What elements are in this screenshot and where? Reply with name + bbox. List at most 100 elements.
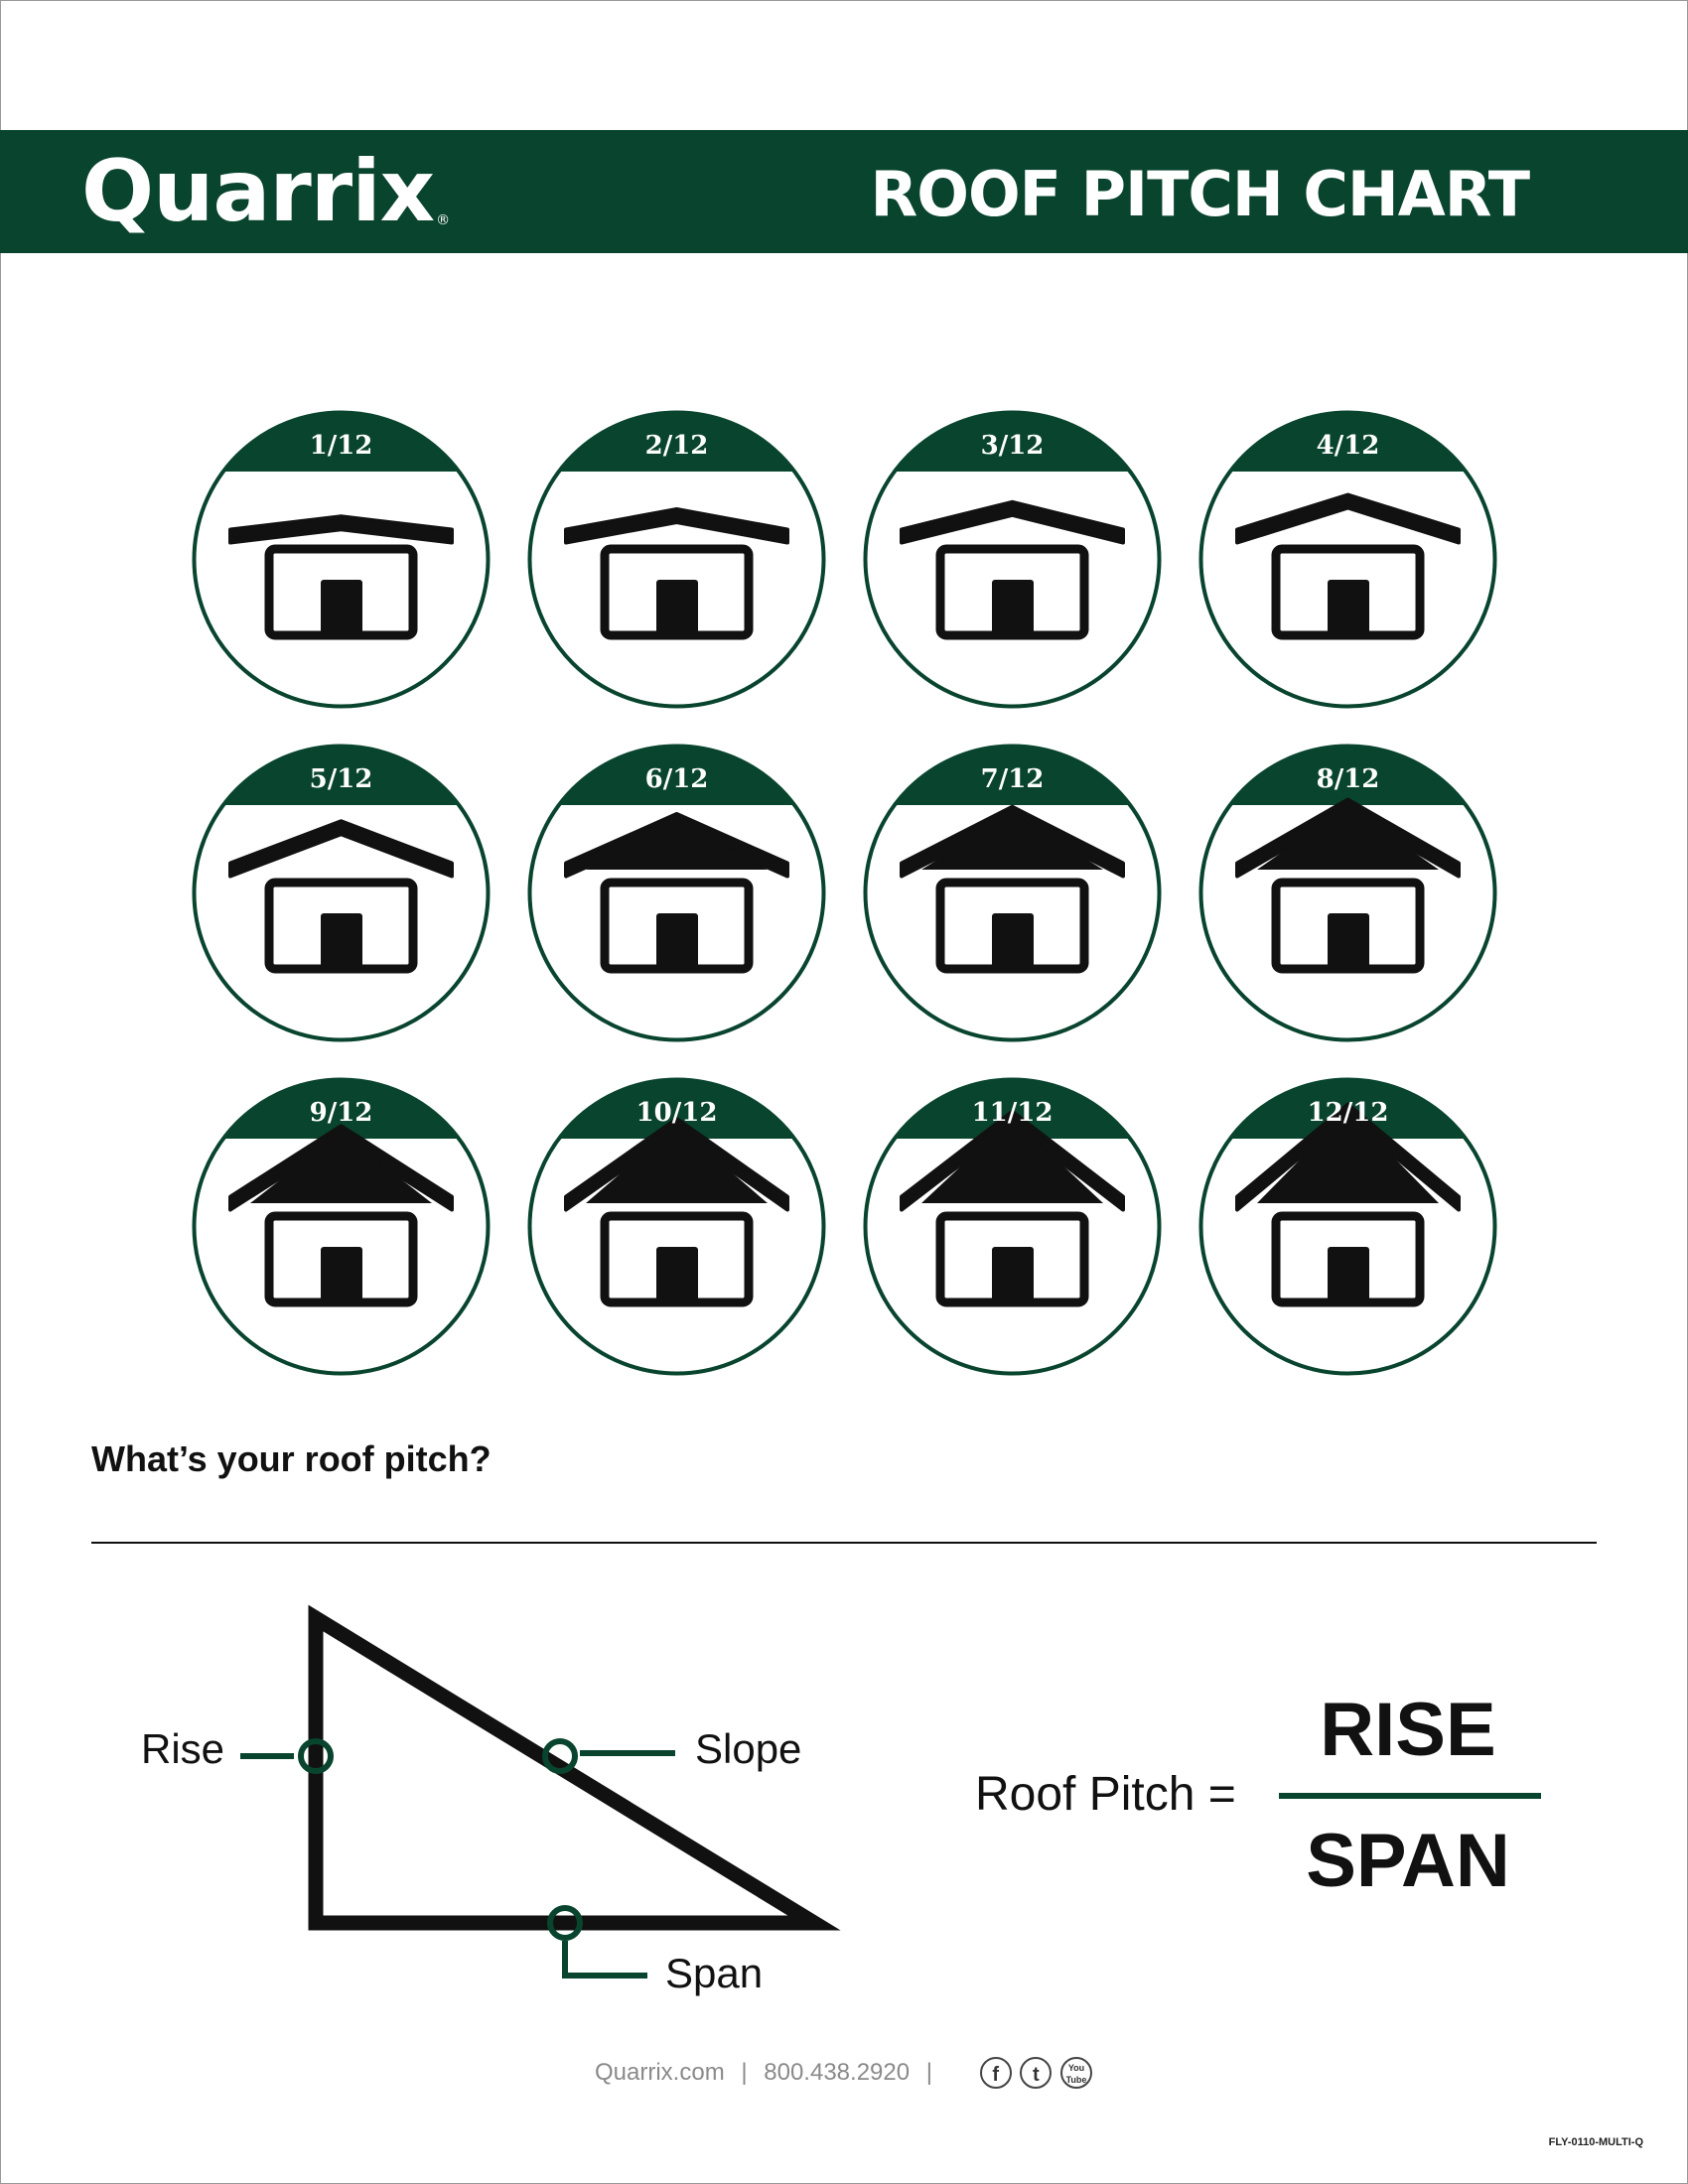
- circle-outline: [863, 1077, 1162, 1376]
- website-link[interactable]: Quarrix.com: [595, 2058, 725, 2086]
- circle-outline: [1198, 410, 1497, 709]
- pitch-formula: Roof Pitch = RISE SPAN: [973, 1688, 1549, 1926]
- door-icon: [656, 1247, 698, 1302]
- gable-fill: [921, 1118, 1103, 1203]
- circle-outline: [863, 744, 1162, 1042]
- header-bar: Quarrix® ROOF PITCH CHART: [0, 130, 1688, 253]
- pitch-label: 4/12: [1316, 431, 1380, 461]
- door-icon: [1328, 913, 1369, 969]
- pitch-card: 10/12: [524, 1074, 829, 1379]
- formula-numerator: RISE: [1320, 1688, 1496, 1772]
- pitch-label: 8/12: [1316, 764, 1380, 794]
- pitch-card: 6/12: [524, 741, 829, 1045]
- pitch-card: 3/12: [860, 407, 1165, 712]
- pitch-card: 11/12: [860, 1074, 1165, 1379]
- pitch-card: 8/12: [1196, 741, 1500, 1045]
- span-label: Span: [665, 1950, 764, 1996]
- pitch-card: 1/12: [189, 407, 493, 712]
- pitch-label: 2/12: [644, 431, 709, 461]
- house-pitch-icon: [527, 1077, 826, 1376]
- formula-denominator: SPAN: [1306, 1819, 1510, 1903]
- circle-outline: [192, 410, 491, 709]
- pitch-label: 11/12: [971, 1098, 1054, 1128]
- rise-marker: [298, 1738, 334, 1774]
- roof-shape: [1235, 1102, 1461, 1212]
- pitch-card: 12/12: [1196, 1074, 1500, 1379]
- house-pitch-icon: [863, 410, 1162, 709]
- house-pitch-icon: [527, 410, 826, 709]
- gable-fill: [586, 1125, 768, 1203]
- pitch-label: 7/12: [980, 764, 1045, 794]
- document-code: FLY-0110-MULTI-Q: [1548, 2136, 1643, 2148]
- circle-outline: [527, 410, 826, 709]
- fraction-bar: [1279, 1793, 1541, 1799]
- roof-shape: [564, 1117, 789, 1212]
- roof-shape: [228, 514, 454, 545]
- roof-shape: [228, 819, 454, 879]
- roof-shape: [228, 1124, 454, 1212]
- door-icon: [656, 913, 698, 969]
- phone-number[interactable]: 800.438.2920: [764, 2058, 911, 2086]
- house-pitch-icon: [527, 744, 826, 1042]
- registered-mark: ®: [436, 212, 450, 228]
- rise-label: Rise: [141, 1725, 225, 1772]
- pitch-card: 2/12: [524, 407, 829, 712]
- house-pitch-icon: [192, 1077, 491, 1376]
- span-marker: [547, 1905, 583, 1941]
- span-pointer: [562, 1941, 647, 1979]
- door-icon: [1328, 1247, 1369, 1302]
- pitch-label: 3/12: [980, 431, 1045, 461]
- rise-span-diagram: Rise Slope Span: [129, 1588, 844, 2005]
- roof-shape: [900, 1109, 1125, 1212]
- circle-outline: [192, 744, 491, 1042]
- door-icon: [656, 580, 698, 635]
- pitch-card: 4/12: [1196, 407, 1500, 712]
- page-title: ROOF PITCH CHART: [870, 158, 1530, 230]
- house-pitch-icon: [192, 410, 491, 709]
- house-pitch-icon: [1198, 1077, 1497, 1376]
- gable-fill: [1257, 806, 1439, 870]
- slope-marker: [542, 1738, 578, 1774]
- door-icon: [992, 913, 1034, 969]
- logo-text: Quarrix: [81, 142, 435, 241]
- pitch-label: 1/12: [309, 431, 373, 461]
- question-text: What’s your roof pitch?: [91, 1438, 492, 1479]
- pitch-label: 6/12: [644, 764, 709, 794]
- roof-shape: [1235, 797, 1461, 879]
- roof-shape: [564, 507, 789, 545]
- social-links: f t You Tube: [979, 2053, 1093, 2093]
- door-icon: [992, 1247, 1034, 1302]
- gable-fill: [1257, 1111, 1439, 1203]
- house-pitch-icon: [1198, 410, 1497, 709]
- formula-lhs: Roof Pitch =: [975, 1768, 1236, 1821]
- footer: Quarrix.com | 800.438.2920 | f t You Tub…: [0, 2052, 1688, 2092]
- pitch-card: 7/12: [860, 741, 1165, 1045]
- door-icon: [321, 1247, 362, 1302]
- house-pitch-icon: [863, 744, 1162, 1042]
- pitch-label: 9/12: [309, 1098, 373, 1128]
- circle-outline: [527, 1077, 826, 1376]
- twitter-icon[interactable]: t: [1020, 2057, 1053, 2090]
- circle-outline: [527, 744, 826, 1042]
- door-icon: [1328, 580, 1369, 635]
- slope-label: Slope: [695, 1725, 802, 1772]
- roof-shape: [1235, 492, 1461, 545]
- house-pitch-icon: [1198, 744, 1497, 1042]
- circle-outline: [1198, 744, 1497, 1042]
- house-pitch-icon: [863, 1077, 1162, 1376]
- triangle-diagram: [240, 1604, 841, 1979]
- gable-fill: [250, 1132, 432, 1203]
- circle-outline: [863, 410, 1162, 709]
- door-icon: [321, 580, 362, 635]
- facebook-icon[interactable]: f: [979, 2057, 1012, 2090]
- youtube-icon[interactable]: You Tube: [1060, 2057, 1092, 2090]
- gable-fill: [921, 813, 1103, 870]
- pitch-label: 10/12: [635, 1098, 718, 1128]
- footer-separator: |: [925, 2058, 932, 2086]
- pitch-card: 9/12: [189, 1074, 493, 1379]
- footer-separator: |: [741, 2058, 748, 2086]
- quarrix-logo[interactable]: Quarrix®: [81, 142, 450, 268]
- circle-outline: [192, 1077, 491, 1376]
- door-icon: [992, 580, 1034, 635]
